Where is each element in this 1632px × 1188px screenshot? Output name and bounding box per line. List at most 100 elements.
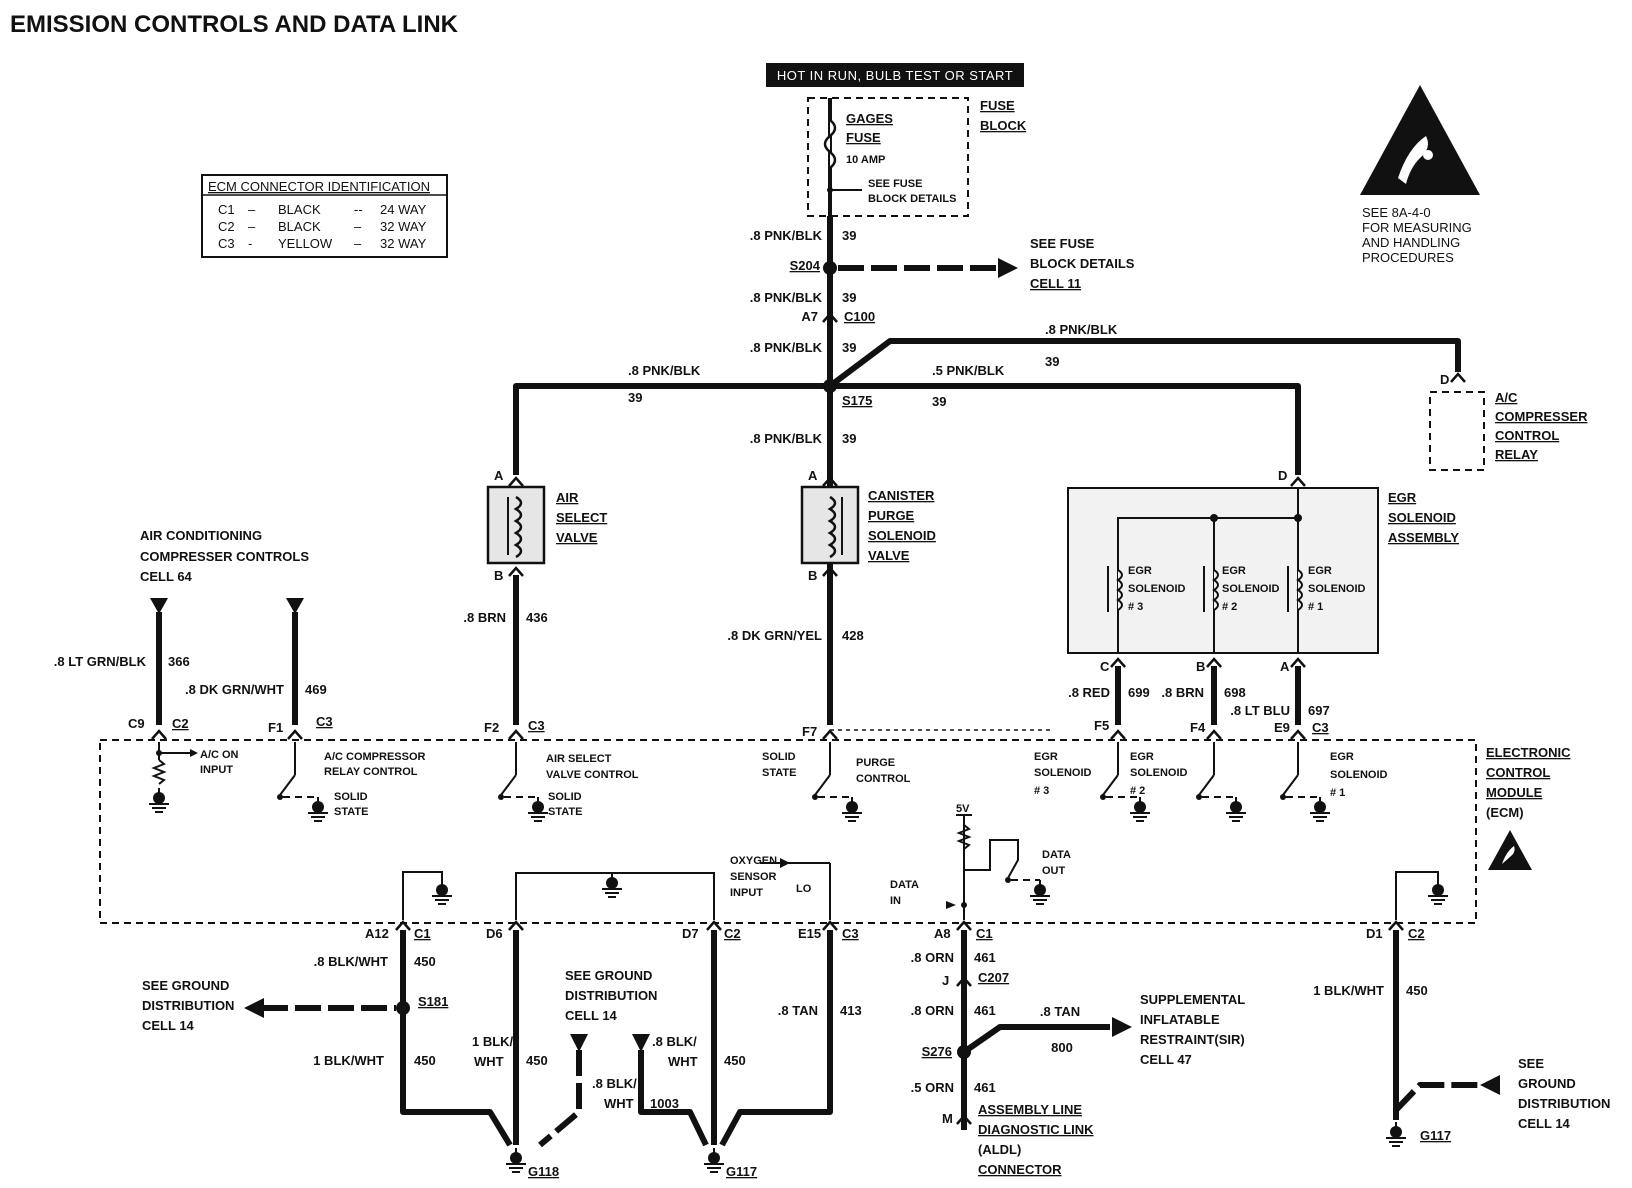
svg-text:VALVE CONTROL: VALVE CONTROL xyxy=(546,769,639,781)
svg-text:SOLID: SOLID xyxy=(762,751,796,763)
wire-to-ac-relay xyxy=(828,338,1461,389)
svg-text:1 BLK/WHT: 1 BLK/WHT xyxy=(1313,983,1384,998)
aldl-connector-label: DIAGNOSTIC LINK xyxy=(978,1122,1094,1137)
svg-text:D: D xyxy=(1440,372,1449,387)
wire-to-air-select xyxy=(513,383,830,475)
svg-text:.8 PNK/BLK: .8 PNK/BLK xyxy=(750,340,823,355)
svg-text:SOLENOID: SOLENOID xyxy=(1388,510,1456,525)
svg-text:EGR: EGR xyxy=(1034,751,1058,763)
esd-small-icon xyxy=(1488,830,1532,870)
svg-text:B: B xyxy=(808,568,817,583)
see-fuse-note: SEE FUSE xyxy=(1030,236,1095,251)
splice-s204 xyxy=(823,261,837,275)
svg-text:SOLENOID: SOLENOID xyxy=(868,528,936,543)
svg-text:INPUT: INPUT xyxy=(200,764,233,776)
ground-icon xyxy=(601,872,623,898)
wire-450-a12 xyxy=(400,930,513,1147)
svg-text:IN: IN xyxy=(890,895,901,907)
svg-text:413: 413 xyxy=(840,1003,862,1018)
fuse-block: GAGES FUSE 10 AMP SEE FUSE BLOCK DETAILS… xyxy=(807,97,1027,235)
see-fuse-note: CELL 11 xyxy=(1030,276,1081,291)
svg-text:F4: F4 xyxy=(1190,720,1206,735)
svg-text:SOLENOID: SOLENOID xyxy=(1330,769,1388,781)
sir-note: SUPPLEMENTAL xyxy=(1140,992,1245,1007)
svg-text:AIR: AIR xyxy=(556,490,579,505)
svg-text:C1: C1 xyxy=(414,926,431,941)
ground-label: G117 xyxy=(1420,1128,1451,1143)
see-ground-note: CELL 14 xyxy=(1518,1116,1571,1131)
svg-text:C3: C3 xyxy=(316,714,333,729)
svg-text:CONTROL: CONTROL xyxy=(1495,428,1559,443)
svg-text:ELECTRONIC: ELECTRONIC xyxy=(1486,745,1571,760)
svg-text:SOLENOID: SOLENOID xyxy=(1308,583,1366,595)
svg-text:EGR: EGR xyxy=(1130,751,1154,763)
svg-text:RELAY: RELAY xyxy=(1495,447,1538,462)
ground-icon xyxy=(431,879,453,905)
svg-text:.8 DK GRN/YEL: .8 DK GRN/YEL xyxy=(727,628,822,643)
svg-text:F7: F7 xyxy=(802,724,817,739)
see-ground-note: SEE xyxy=(1518,1056,1544,1071)
svg-text:LO: LO xyxy=(796,883,812,895)
svg-text:39: 39 xyxy=(842,431,856,446)
see-ground-note: GROUND xyxy=(1518,1076,1576,1091)
svg-text:A: A xyxy=(1280,659,1290,674)
svg-text:--: -- xyxy=(354,202,363,217)
arrow-icon xyxy=(570,1034,588,1052)
svg-text:A8: A8 xyxy=(934,926,951,941)
ground-icon xyxy=(841,796,863,822)
svg-text:450: 450 xyxy=(724,1053,746,1068)
svg-text:1 BLK/: 1 BLK/ xyxy=(472,1034,514,1049)
svg-text:.8 ORN: .8 ORN xyxy=(911,1003,954,1018)
esd-note-line: PROCEDURES xyxy=(1362,250,1454,265)
wire-800 xyxy=(962,1024,1110,1055)
ac-compressor-relay xyxy=(1429,391,1485,471)
svg-text:# 3: # 3 xyxy=(1128,601,1143,613)
svg-text:D: D xyxy=(1278,468,1287,483)
svg-text:C2: C2 xyxy=(172,716,189,731)
fuse-block-label: FUSE xyxy=(980,98,1015,113)
svg-text:699: 699 xyxy=(1128,685,1150,700)
power-source-label: HOT IN RUN, BULB TEST OR START xyxy=(777,68,1013,83)
svg-text:C207: C207 xyxy=(978,970,1009,985)
svg-text:436: 436 xyxy=(526,610,548,625)
ecm-connector-table: ECM CONNECTOR IDENTIFICATION C1 – BLACK … xyxy=(201,174,448,258)
arrow-icon xyxy=(150,598,168,614)
svg-text:.5 ORN: .5 ORN xyxy=(911,1080,954,1095)
svg-text:EGR: EGR xyxy=(1388,490,1417,505)
svg-text:S204: S204 xyxy=(790,258,821,273)
ground-icon xyxy=(1309,796,1331,822)
svg-text:SOLID: SOLID xyxy=(548,791,582,803)
svg-text:C1: C1 xyxy=(218,202,235,217)
ground-icon xyxy=(1029,879,1051,905)
svg-text:469: 469 xyxy=(305,682,327,697)
svg-text:.8 PNK/BLK: .8 PNK/BLK xyxy=(628,363,701,378)
connector-pin: A7 xyxy=(801,309,818,324)
svg-text:–: – xyxy=(248,202,256,217)
svg-text:C3: C3 xyxy=(842,926,859,941)
svg-text:C2: C2 xyxy=(724,926,741,941)
svg-text:F5: F5 xyxy=(1094,718,1109,733)
svg-text:S276: S276 xyxy=(922,1044,952,1059)
sir-note: CELL 47 xyxy=(1140,1052,1192,1067)
table-row: C2 – BLACK – 32 WAY xyxy=(218,219,427,234)
svg-text:SOLENOID: SOLENOID xyxy=(1222,583,1280,595)
arrow-icon xyxy=(286,598,304,614)
fuse-see-note: SEE FUSE xyxy=(868,178,922,190)
svg-text:C3: C3 xyxy=(528,718,545,733)
page-title: EMISSION CONTROLS AND DATA LINK xyxy=(10,11,459,38)
ground-icon xyxy=(1427,879,1449,905)
svg-text:ASSEMBLY: ASSEMBLY xyxy=(1388,530,1459,545)
ground-icon xyxy=(307,796,329,822)
svg-text:S181: S181 xyxy=(418,994,448,1009)
svg-text:WHT: WHT xyxy=(668,1054,698,1069)
svg-text:MODULE: MODULE xyxy=(1486,785,1543,800)
see-ground-note: DISTRIBUTION xyxy=(565,988,657,1003)
svg-text:39: 39 xyxy=(1045,354,1059,369)
power-source-banner xyxy=(766,63,1024,87)
svg-text:CONTROL: CONTROL xyxy=(856,773,911,785)
see-ground-note: DISTRIBUTION xyxy=(1518,1096,1610,1111)
svg-text:C2: C2 xyxy=(1408,926,1425,941)
see-ground-note: SEE GROUND xyxy=(142,978,229,993)
ac-controls-note: AIR CONDITIONING xyxy=(140,528,262,543)
svg-text:461: 461 xyxy=(974,1003,996,1018)
